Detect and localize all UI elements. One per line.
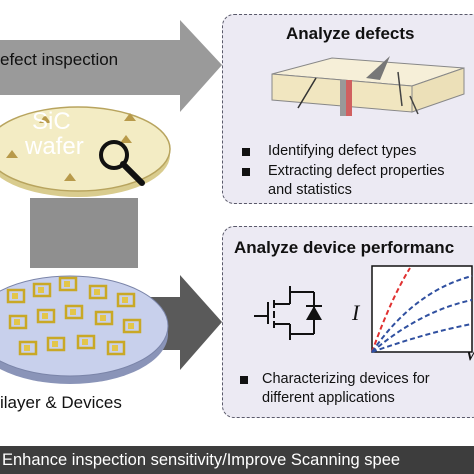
device-bullet-1-line2: different applications [262,390,395,406]
defect-crystal-icon [271,56,465,116]
plot-frame [371,265,473,353]
top-arrow [0,20,222,112]
transistor-diode-icon [254,286,322,340]
vertical-connector [30,198,138,268]
bullet-marker [242,168,250,176]
footer-text: Enhance inspection sensitivity/Improve S… [2,451,401,469]
top-arrow-label: efect inspection [0,50,119,69]
defect-bullet-1: Identifying defect types [268,143,417,159]
y-axis-label: I [352,300,360,325]
defect-bullet-2-line1: Extracting defect properties [268,163,445,179]
bullet-marker [240,376,248,384]
analyze-defects-title: Analyze defects [286,24,415,43]
wafer-label-wafer: wafer [25,133,84,160]
iv-curve-blue-3 [371,323,473,353]
iv-curve-blue-1 [371,275,473,353]
device-wafer [0,275,169,384]
iv-curve-plot [371,265,473,353]
device-bullet-1-line1: Characterizing devices for [262,371,430,387]
iv-curve-red [371,267,411,353]
analyze-device-title: Analyze device performanc [234,238,455,257]
magnifier-icon [99,140,145,186]
wafer-label-sic: SiC [32,108,71,135]
bottom-arrow-label: ilayer & Devices [0,393,122,412]
iv-curve-blue-2 [371,299,473,353]
footer-bar [0,446,474,474]
bullet-marker [242,148,250,156]
defect-bullet-2-line2: and statistics [268,182,352,198]
